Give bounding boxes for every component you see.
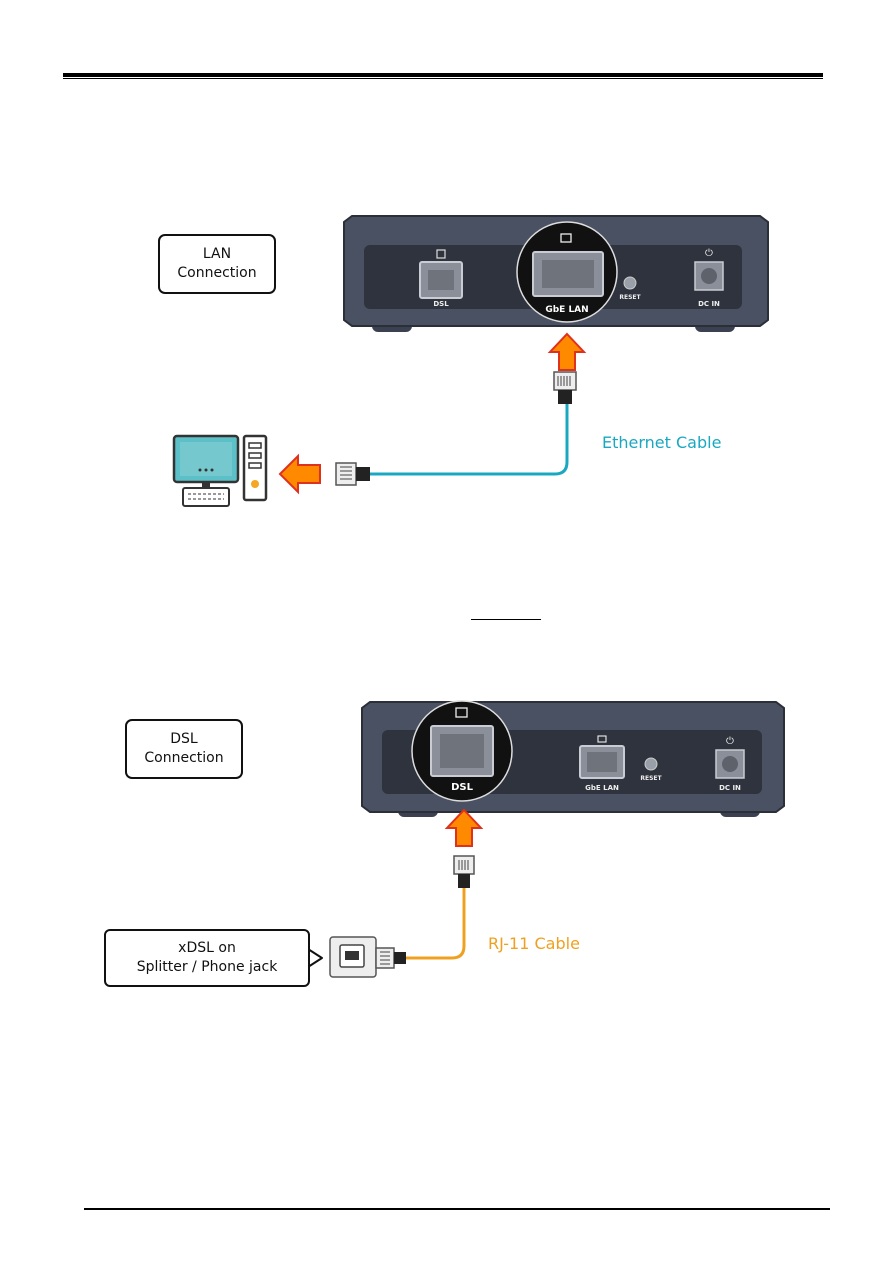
rj45-plug-icon xyxy=(335,462,370,486)
reset-button xyxy=(644,757,658,771)
dsl-port-label: DSL xyxy=(433,300,449,308)
router-rear-panel: DSL GbE LAN RESET ⏻ DC IN xyxy=(361,700,785,817)
dsl-callout-line2: Connection xyxy=(144,750,224,766)
dsl-port-highlight: DSL xyxy=(411,700,513,802)
header-rule-thin xyxy=(63,78,823,79)
gbe-lan-label: GbE LAN xyxy=(585,784,619,792)
callout-pointer xyxy=(307,948,323,968)
dsl-callout-line1: DSL xyxy=(170,731,198,747)
dsl-port: DSL xyxy=(419,249,463,308)
header-rule xyxy=(63,73,823,77)
phone-jack-icon xyxy=(329,936,377,978)
lan-icon xyxy=(597,735,607,743)
xdsl-line2: Splitter / Phone jack xyxy=(136,959,278,975)
up-arrow-icon xyxy=(547,332,587,371)
lan-connection-callout: LAN Connection xyxy=(158,234,276,294)
rj11-plug-icon xyxy=(375,947,406,969)
reset-button xyxy=(623,276,637,290)
phone-icon xyxy=(455,707,468,718)
reset-label: RESET xyxy=(619,294,641,301)
phone-icon xyxy=(436,249,446,259)
footer-rule xyxy=(84,1208,830,1210)
gbe-lan-port-highlight: GbE LAN xyxy=(516,221,618,323)
xdsl-source-callout: xDSL on Splitter / Phone jack xyxy=(104,929,310,987)
dsl-port-label: DSL xyxy=(451,782,474,793)
rj45-plug-icon xyxy=(553,371,577,404)
lan-diagram: DSL GbE LAN RESET ⏻ DC IN xyxy=(172,215,769,507)
power-icon: ⏻ xyxy=(705,248,713,259)
up-arrow-icon xyxy=(444,808,484,847)
ethernet-cable-label: Ethernet Cable xyxy=(602,433,722,452)
rj11-plug-icon xyxy=(453,855,475,888)
xdsl-line1: xDSL on xyxy=(178,940,236,956)
dc-in-label: DC IN xyxy=(698,300,720,308)
reset-label: RESET xyxy=(640,775,662,782)
lan-callout-line2: Connection xyxy=(177,265,257,281)
lan-icon xyxy=(560,233,572,243)
separator-line xyxy=(471,619,541,620)
dsl-connection-callout: DSL Connection xyxy=(125,719,243,779)
computer-icon xyxy=(172,434,268,507)
left-arrow-icon xyxy=(278,453,321,495)
rj11-cable xyxy=(404,888,466,960)
power-icon: ⏻ xyxy=(726,736,734,747)
router-rear-panel: DSL GbE LAN RESET ⏻ DC IN xyxy=(343,215,769,332)
lan-callout-line1: LAN xyxy=(202,246,232,262)
dc-in-label: DC IN xyxy=(719,784,741,792)
ethernet-cable xyxy=(370,404,569,476)
dsl-diagram: DSL GbE LAN RESET ⏻ DC IN xyxy=(307,700,785,978)
gbe-lan-label: GbE LAN xyxy=(545,305,588,315)
rj11-cable-label: RJ-11 Cable xyxy=(488,934,580,953)
